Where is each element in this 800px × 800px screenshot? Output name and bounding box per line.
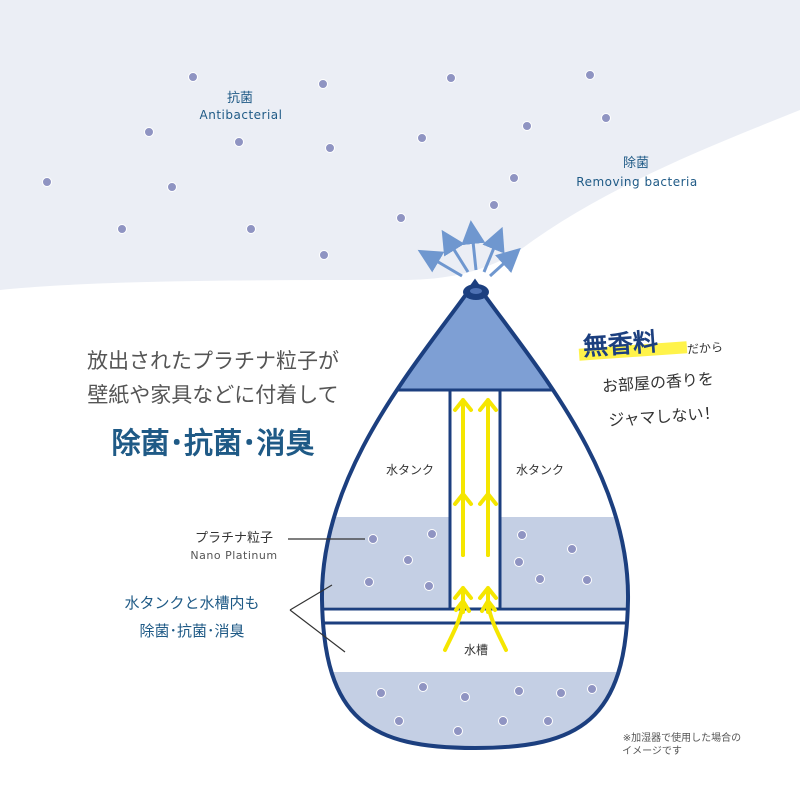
floating-particle <box>489 200 499 210</box>
inside-callout-lines <box>289 584 346 653</box>
platinum-particle <box>567 544 577 554</box>
floating-particle <box>318 79 328 89</box>
footnote-line1: ※加湿器で使用した場合の <box>623 731 741 744</box>
floating-particle <box>509 173 519 183</box>
floating-particle <box>325 143 335 153</box>
particle-en-label: Nano Platinum <box>190 549 277 562</box>
platinum-particle <box>403 555 413 565</box>
water-flow-arrows <box>443 398 508 652</box>
floating-particles <box>42 70 611 260</box>
floating-particle <box>319 250 329 260</box>
floating-particle <box>117 224 127 234</box>
headline-line2: 壁紙や家具などに付着して <box>87 383 338 407</box>
inside-line2: 除菌･抗菌･消臭 <box>139 622 244 640</box>
platinum-particle <box>376 688 386 698</box>
inside-line1: 水タンクと水槽内も <box>124 594 259 612</box>
tank-left-label: 水タンク <box>386 463 434 477</box>
platinum-particle <box>394 716 404 726</box>
removing-en-label: Removing bacteria <box>576 175 697 189</box>
antibacterial-jp-label: 抗菌 <box>227 91 253 106</box>
floating-particle <box>188 72 198 82</box>
platinum-particle <box>582 575 592 585</box>
headline-main: 除菌･抗菌･消臭 <box>111 426 314 460</box>
platinum-particle <box>424 581 434 591</box>
platinum-particle <box>514 686 524 696</box>
fragrance-line2: お部屋の香りを <box>601 369 714 396</box>
floating-particle <box>446 73 456 83</box>
platinum-particles <box>364 529 597 736</box>
basin-label: 水槽 <box>464 643 488 657</box>
fragrance-line3: ジャマしない！ <box>608 403 720 430</box>
tank-right-label: 水タンク <box>516 463 564 477</box>
platinum-particle <box>418 682 428 692</box>
platinum-particle <box>368 534 378 544</box>
antibacterial-en-label: Antibacterial <box>200 108 283 122</box>
platinum-particle <box>460 692 470 702</box>
removing-jp-label: 除菌 <box>623 156 649 171</box>
sky-background <box>0 0 800 290</box>
platinum-particle <box>535 574 545 584</box>
platinum-particle <box>453 726 463 736</box>
platinum-particle <box>498 716 508 726</box>
mist-arrows <box>417 220 521 278</box>
floating-particle <box>167 182 177 192</box>
fragrance-bold: 無香料 <box>582 327 659 361</box>
floating-particle <box>601 113 611 123</box>
floating-particle <box>144 127 154 137</box>
headline-line1: 放出されたプラチナ粒子が <box>87 349 339 373</box>
platinum-particle <box>364 577 374 587</box>
platinum-particle <box>514 557 524 567</box>
drop-outline <box>319 278 631 751</box>
floating-particle <box>417 133 427 143</box>
platinum-particle <box>587 684 597 694</box>
platinum-particle <box>517 530 527 540</box>
floating-particle <box>246 224 256 234</box>
fragrance-small: だから <box>687 340 724 356</box>
platinum-particle <box>427 529 437 539</box>
particle-jp-label: プラチナ粒子 <box>195 531 273 546</box>
platinum-particle <box>556 688 566 698</box>
floating-particle <box>585 70 595 80</box>
floating-particle <box>522 121 532 131</box>
platinum-particle <box>543 716 553 726</box>
floating-particle <box>234 137 244 147</box>
fragrance-highlight <box>578 341 688 361</box>
floating-particle <box>396 213 406 223</box>
floating-particle <box>42 177 52 187</box>
footnote-line2: イメージです <box>622 745 682 757</box>
